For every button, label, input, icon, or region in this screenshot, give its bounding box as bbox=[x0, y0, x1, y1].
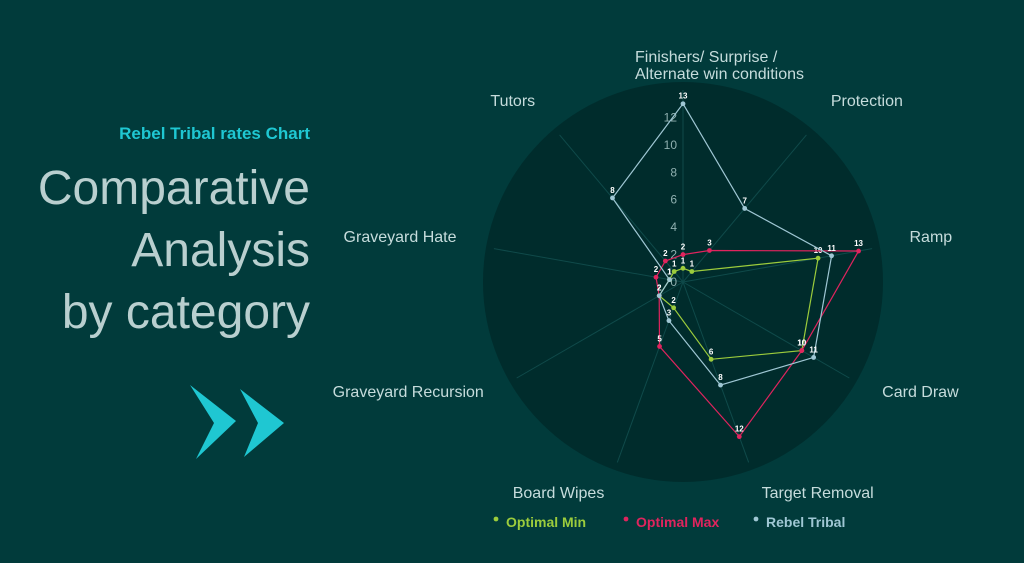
data-point bbox=[680, 101, 686, 107]
axis-lines bbox=[493, 90, 873, 463]
data-label: 3 bbox=[667, 309, 672, 318]
data-label: 12 bbox=[735, 425, 744, 434]
title-line-2: Analysis bbox=[131, 224, 310, 277]
double-arrow-icon bbox=[190, 385, 284, 459]
data-point bbox=[856, 248, 861, 254]
axis-label-tutors: Tutors bbox=[490, 93, 535, 110]
axis-label-protection: Protection bbox=[831, 93, 903, 110]
chart-subtitle: Rebel Tribal rates Chart bbox=[119, 124, 310, 143]
data-point bbox=[662, 258, 668, 264]
data-point bbox=[707, 248, 712, 253]
data-label: 2 bbox=[671, 296, 676, 305]
legend-label: Optimal Min bbox=[506, 514, 586, 530]
title-line-3: by category bbox=[61, 286, 310, 339]
axis-line-graveyard-recursion bbox=[516, 281, 684, 379]
axis-label-finishers-surprise-alternate-win-conditions: Finishers/ Surprise /Alternate win condi… bbox=[635, 49, 804, 83]
data-label: 8 bbox=[718, 373, 723, 382]
legend-marker bbox=[753, 516, 759, 522]
axis-labels: Finishers/ Surprise /Alternate win condi… bbox=[333, 49, 959, 502]
data-label: 10 bbox=[797, 339, 806, 348]
data-point bbox=[742, 206, 748, 211]
data-label: 2 bbox=[657, 284, 662, 293]
title-line-1: Comparative bbox=[37, 162, 310, 215]
radial-tick-label: 4 bbox=[670, 220, 677, 234]
data-point bbox=[689, 269, 695, 274]
series-line-optimal-min bbox=[658, 257, 819, 360]
data-point bbox=[653, 274, 659, 280]
data-label: 1 bbox=[672, 259, 677, 268]
data-label: 1 bbox=[667, 268, 672, 277]
data-point bbox=[657, 344, 662, 349]
axis-label-graveyard-recursion: Graveyard Recursion bbox=[333, 384, 484, 401]
data-label: 13 bbox=[854, 239, 863, 248]
data-label: 10 bbox=[797, 339, 806, 348]
data-point bbox=[829, 253, 834, 259]
data-point bbox=[708, 356, 714, 362]
data-point bbox=[610, 195, 615, 201]
radial-tick-label: 2 bbox=[670, 248, 677, 262]
legend-label: Rebel Tribal bbox=[766, 514, 845, 530]
axis-label-board-wipes: Board Wipes bbox=[513, 485, 605, 502]
axis-line-board-wipes bbox=[616, 281, 684, 463]
series-line-optimal-max bbox=[655, 249, 860, 438]
data-point bbox=[799, 348, 805, 353]
axis-line-ramp bbox=[682, 248, 873, 283]
axis-line-target-removal bbox=[682, 281, 750, 463]
data-point bbox=[718, 382, 723, 388]
axis-line-card-draw bbox=[682, 281, 850, 379]
data-point bbox=[811, 355, 817, 360]
legend-item-optimal-max: Optimal Max bbox=[623, 514, 719, 530]
data-label: 1 bbox=[667, 268, 672, 277]
series-line-rebel-tribal bbox=[611, 102, 833, 386]
data-point bbox=[736, 434, 742, 440]
data-point bbox=[680, 252, 686, 257]
radial-tick-label: 0 bbox=[670, 275, 677, 289]
radial-tick-label: 10 bbox=[664, 138, 678, 152]
data-label: 1 bbox=[690, 259, 695, 268]
legend-marker bbox=[493, 516, 499, 522]
axis-line-tutors bbox=[559, 134, 684, 283]
legend-item-optimal-min: Optimal Min bbox=[493, 514, 586, 530]
legend: Optimal Min Optimal Max Rebel Tribal bbox=[493, 514, 845, 530]
data-label: 13 bbox=[679, 92, 688, 101]
data-label: 7 bbox=[742, 196, 747, 205]
data-point bbox=[656, 293, 662, 299]
data-label: 2 bbox=[681, 243, 686, 252]
data-point bbox=[680, 265, 686, 271]
radial-tick-label: 12 bbox=[664, 110, 678, 124]
axis-label-card-draw: Card Draw bbox=[882, 384, 959, 401]
axis-label-graveyard-hate: Graveyard Hate bbox=[344, 229, 457, 246]
data-point bbox=[666, 318, 672, 324]
data-point bbox=[671, 269, 677, 274]
data-label: 5 bbox=[657, 334, 662, 343]
legend-marker bbox=[623, 516, 629, 522]
data-label: 1 bbox=[681, 256, 686, 265]
data-label: 6 bbox=[709, 347, 714, 356]
legend-label: Optimal Max bbox=[636, 514, 719, 530]
data-label: 2 bbox=[657, 284, 662, 293]
axis-line-graveyard-hate bbox=[493, 248, 684, 283]
data-label: 8 bbox=[610, 186, 615, 195]
axis-label-ramp: Ramp bbox=[910, 229, 953, 246]
data-label: 2 bbox=[663, 249, 668, 258]
data-label: 11 bbox=[827, 244, 836, 253]
title-panel: Rebel Tribal rates Chart Comparative Ana… bbox=[0, 0, 320, 563]
data-label: 2 bbox=[657, 284, 662, 293]
data-label: 2 bbox=[654, 265, 659, 274]
legend-item-rebel-tribal: Rebel Tribal bbox=[753, 514, 845, 530]
axis-label-target-removal: Target Removal bbox=[762, 485, 874, 502]
data-point bbox=[815, 255, 821, 261]
data-label: 3 bbox=[707, 238, 712, 247]
data-label: 11 bbox=[809, 345, 818, 354]
data-point bbox=[671, 305, 677, 311]
data-point bbox=[667, 277, 672, 283]
page-title: Comparative Analysis by category bbox=[0, 158, 310, 344]
radial-tick-label: 6 bbox=[670, 193, 677, 207]
radial-tick-label: 8 bbox=[670, 165, 677, 179]
